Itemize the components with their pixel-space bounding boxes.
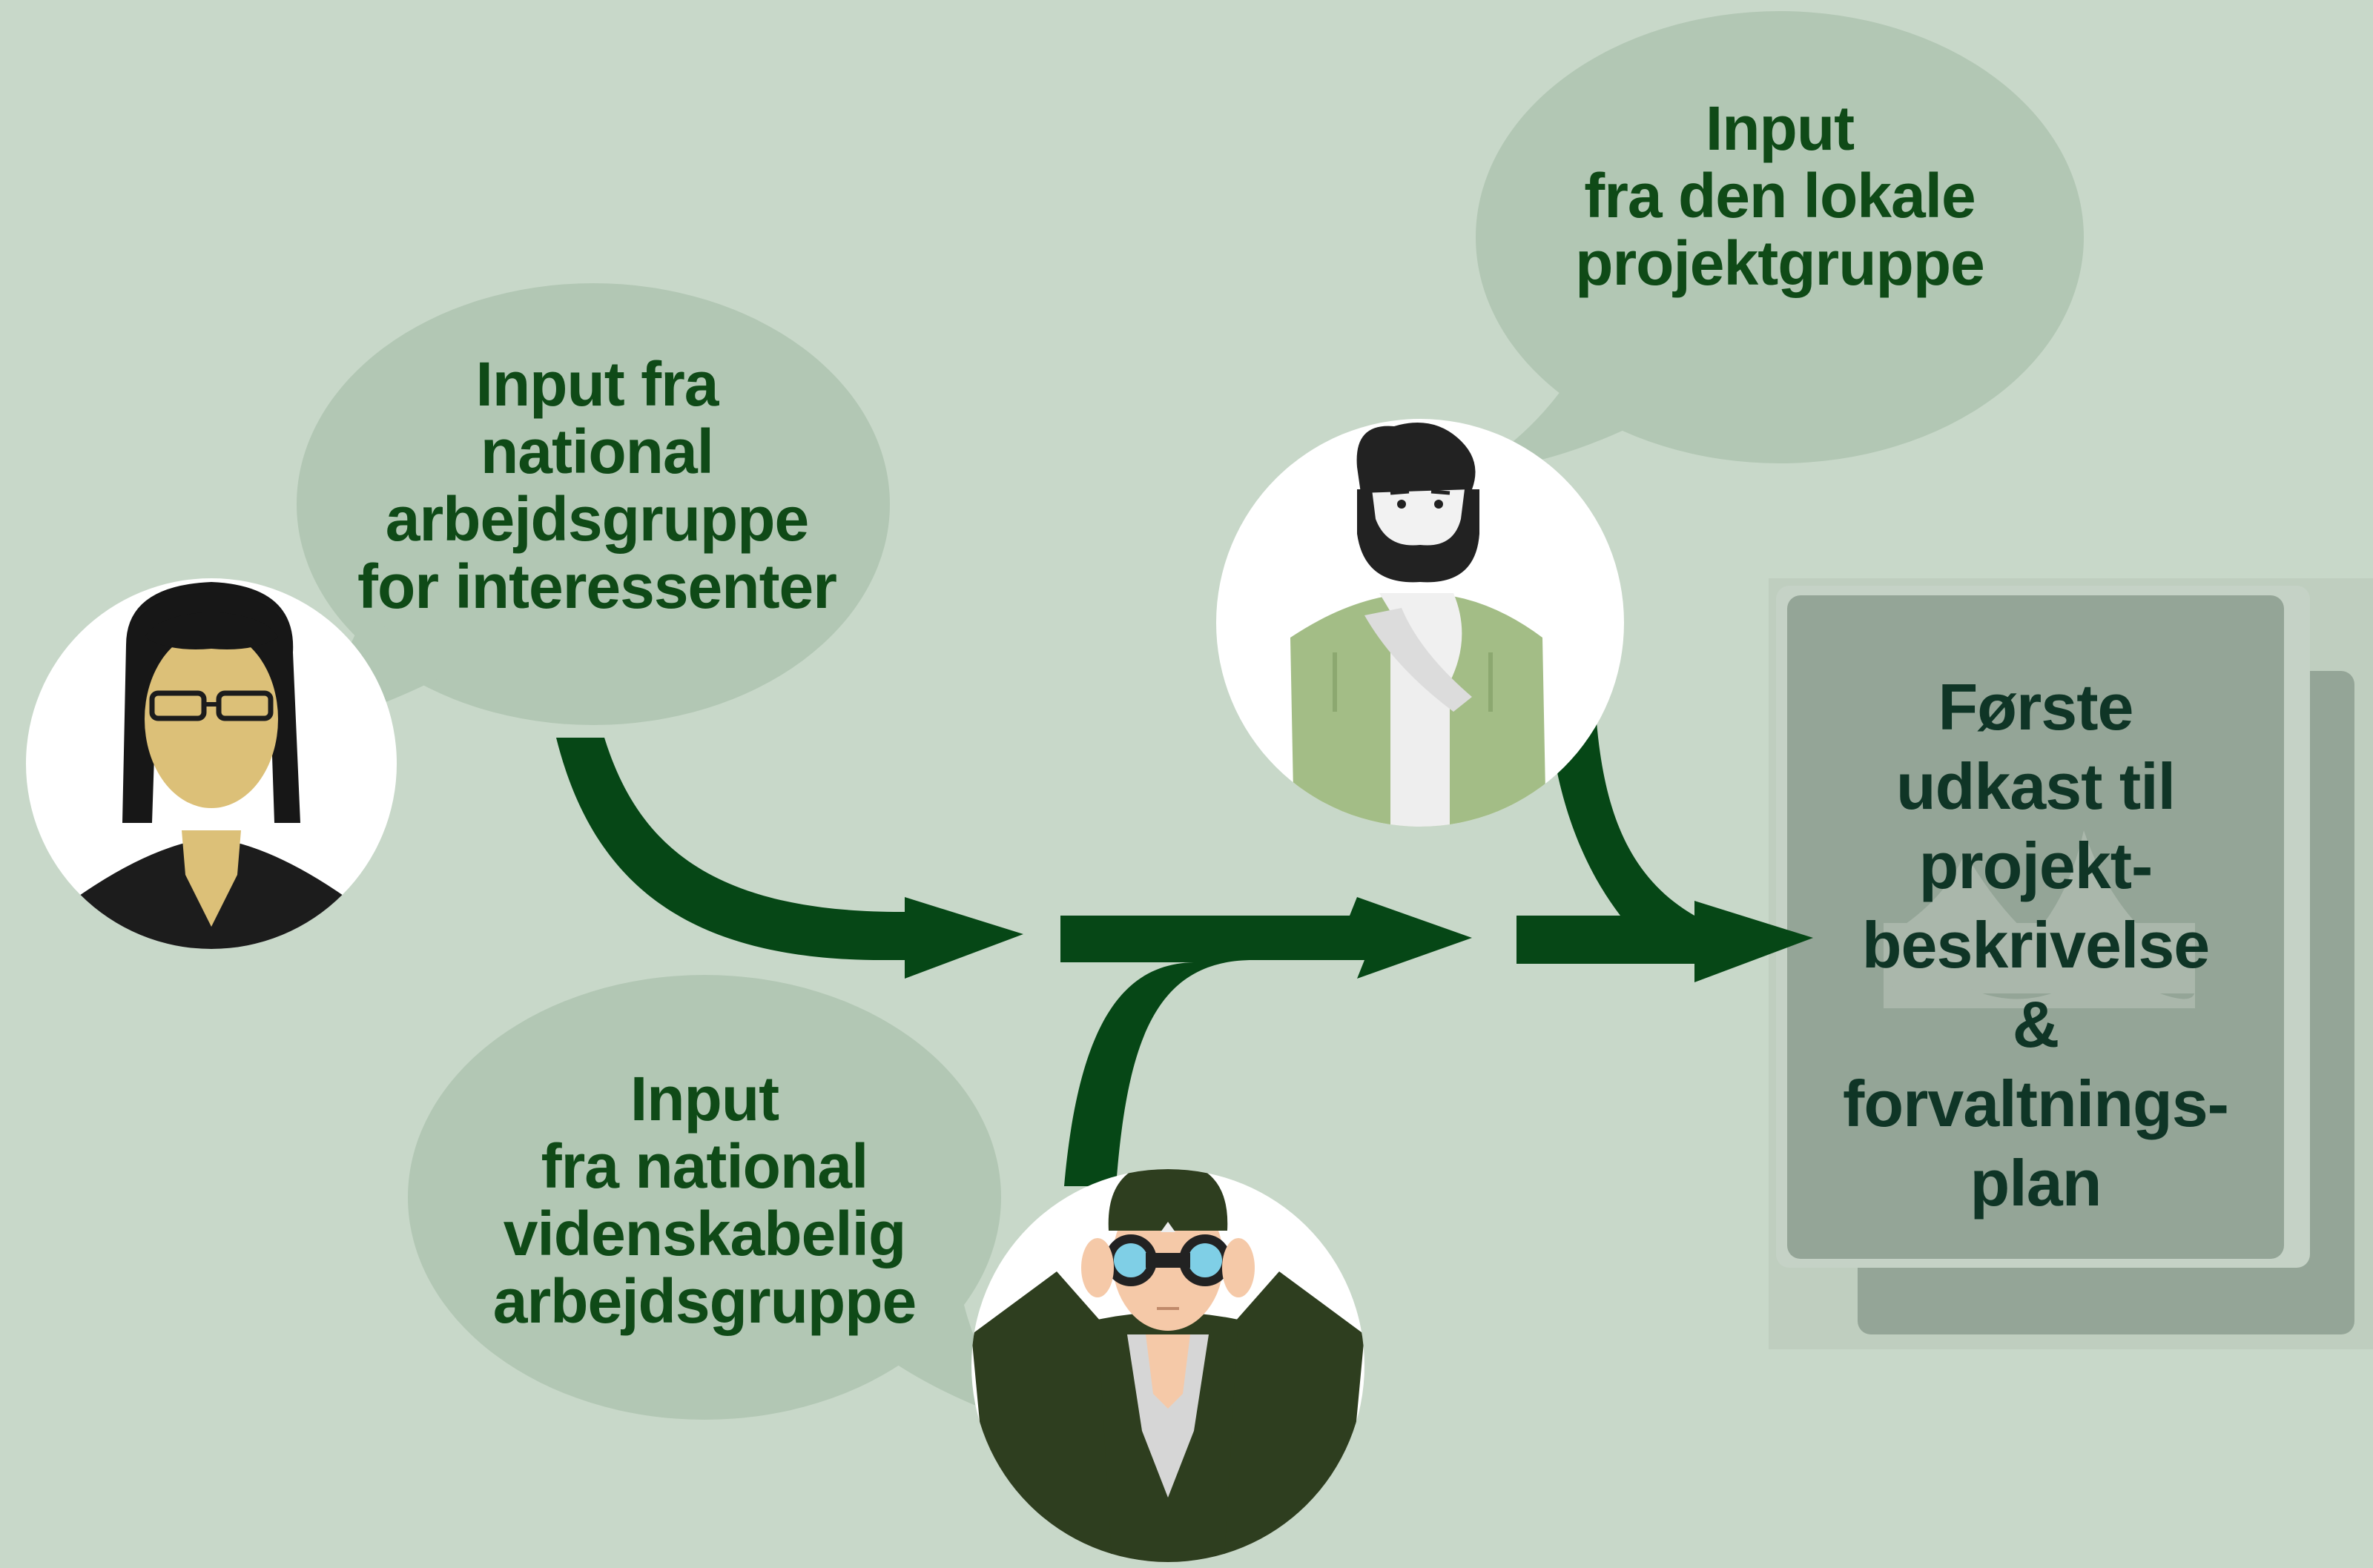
document-line: plan [1970, 1146, 2102, 1220]
arrow-middle [1060, 897, 1472, 1186]
bubble-line: arbejdsgruppe [385, 484, 809, 554]
document-line: forvaltnings- [1843, 1067, 2229, 1140]
document-line: beskrivelse [1861, 908, 2211, 982]
document-title: Første udkast til projekt- beskrivelse &… [1787, 667, 2284, 1223]
bubble-line: Input [630, 1064, 779, 1134]
document-stack [1769, 578, 2373, 1349]
person-man-thinking-icon [1216, 419, 1624, 827]
bubble-text-national-scientific-group: Input fra national videnskabelig arbejds… [408, 1065, 1001, 1335]
arrow-to-document [1516, 682, 1813, 982]
arrows [556, 682, 1813, 1186]
document-line: Første [1938, 670, 2134, 744]
bubble-line: national [480, 417, 714, 486]
bubble-line: Input fra [475, 349, 719, 419]
document-line: & [2012, 988, 2060, 1061]
person-woman-icon [26, 578, 397, 949]
arrow-from-left [556, 738, 1023, 979]
bubble-line: fra national [541, 1131, 869, 1201]
bubble-text-local-project-group: Input fra den lokale projektgruppe [1483, 95, 2076, 297]
bubble-line: fra den lokale [1584, 161, 1976, 231]
document-watermark [1884, 830, 2195, 1008]
bubble-line: for interessenter [357, 552, 837, 621]
bubble-line: arbejdsgruppe [492, 1266, 917, 1336]
person-binoculars-icon [971, 1169, 1364, 1562]
bubble-line: projektgruppe [1575, 228, 1985, 298]
document-line: projekt- [1918, 829, 2153, 902]
document-line: udkast til [1895, 750, 2176, 823]
bubble-line: Input [1705, 93, 1855, 163]
bubble-line: videnskabelig [503, 1199, 907, 1268]
bubble-text-national-stakeholder-group: Input fra national arbejdsgruppe for int… [300, 351, 894, 621]
